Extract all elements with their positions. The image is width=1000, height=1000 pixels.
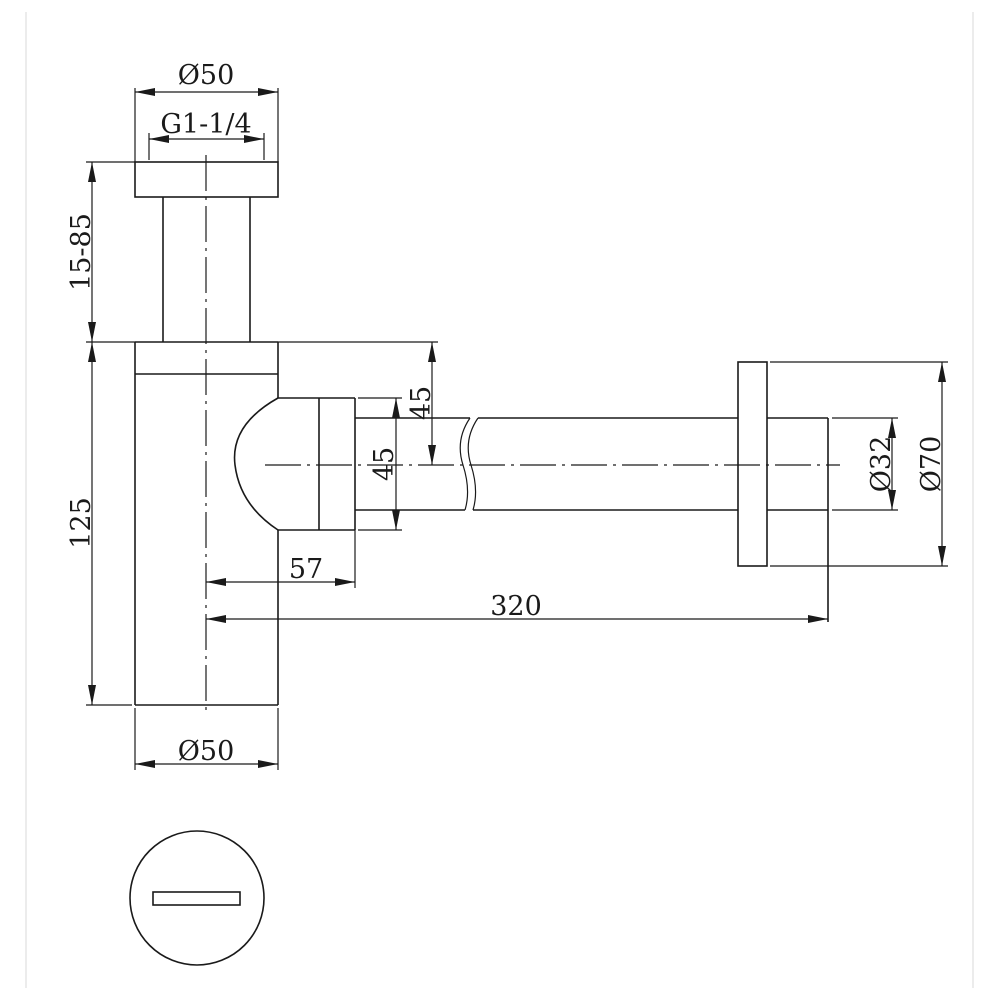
- dim-outlet-offset: 45: [278, 341, 438, 465]
- dim-label: 45: [369, 447, 400, 481]
- dim-label: Ø70: [916, 436, 947, 493]
- dim-body-diameter: Ø50: [134, 708, 279, 770]
- dim-label: 45: [406, 386, 437, 420]
- dim-stem-height: 15-85: [66, 161, 135, 343]
- wall-flange: [737, 361, 768, 567]
- plug-top-view: [129, 830, 265, 966]
- dim-outlet-socket: 45: [358, 397, 402, 531]
- dim-label: Ø32: [866, 436, 897, 493]
- dim-top-cap-diameter: Ø50: [134, 60, 279, 162]
- dim-thread: G1-1/4: [148, 109, 265, 160]
- dim-total-length: 320: [206, 591, 828, 623]
- dim-pipe-diameter: Ø32: [832, 417, 898, 511]
- dim-body-height: 125: [66, 342, 132, 706]
- dim-label: 320: [490, 591, 542, 622]
- dim-outlet-projection: 57: [206, 530, 356, 588]
- slot: [152, 891, 241, 906]
- dim-label: 125: [66, 497, 97, 549]
- dim-label: 15-85: [66, 213, 97, 291]
- dim-flange-diameter: Ø70: [770, 361, 948, 567]
- pipe-tail: [767, 417, 829, 622]
- dim-label: Ø50: [178, 736, 235, 767]
- dim-label: Ø50: [178, 60, 235, 91]
- outlet-pipe: [355, 417, 738, 511]
- dim-label: 57: [289, 554, 323, 585]
- stem: [162, 197, 251, 342]
- dim-label: G1-1/4: [160, 109, 251, 140]
- outlet-dome: [233, 397, 356, 531]
